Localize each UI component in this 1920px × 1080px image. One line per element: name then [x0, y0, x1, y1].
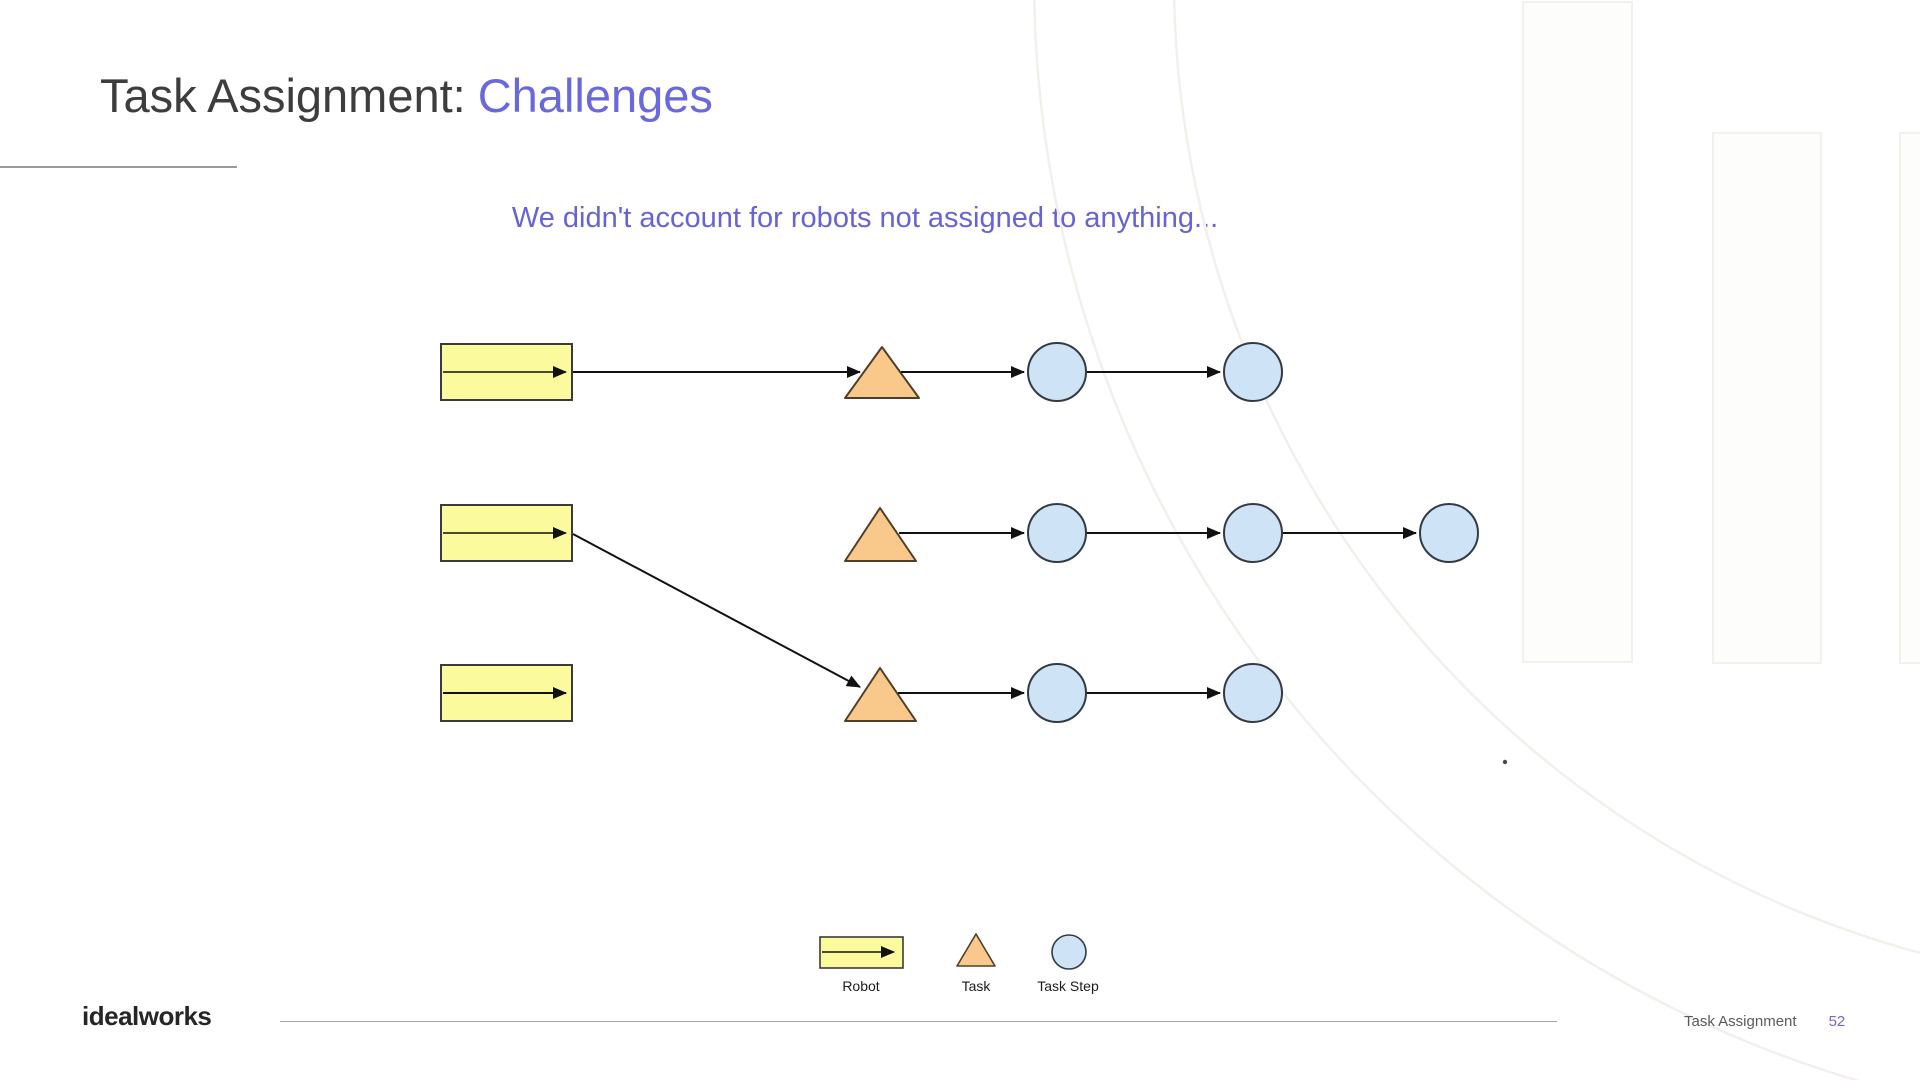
task-2-triangle — [844, 507, 917, 562]
step-2c-circle — [1419, 503, 1479, 563]
step-3b-circle — [1223, 663, 1283, 723]
page-title-highlight: Challenges — [477, 69, 713, 122]
step-2b-circle — [1223, 503, 1283, 563]
legend-label-robot: Robot — [842, 978, 880, 994]
task-3-triangle — [844, 667, 917, 722]
background-decor-rectangles — [1522, 1, 1920, 664]
diagram-row-1 — [440, 342, 1283, 402]
diagram-row-3 — [440, 663, 1283, 723]
footer-divider — [280, 1021, 1557, 1022]
legend-step-circle — [1051, 934, 1087, 970]
legend-task-triangle — [956, 933, 996, 967]
page-title: Task Assignment:Challenges — [100, 68, 713, 123]
footer-right: Task Assignment 52 — [1684, 1013, 1845, 1030]
page-number: 52 — [1828, 1013, 1846, 1030]
legend-label-task-step: Task Step — [1037, 978, 1099, 994]
stray-dot — [1502, 759, 1508, 765]
step-1b-circle — [1223, 342, 1283, 402]
footer-section-title: Task Assignment — [1684, 1013, 1797, 1030]
edge-robot2-task3-diagonal — [572, 533, 861, 688]
task-1-triangle — [844, 346, 920, 399]
legend-label-task: Task — [961, 978, 991, 994]
top-left-divider — [0, 166, 237, 168]
step-1a-circle — [1027, 342, 1087, 402]
step-2a-circle — [1027, 503, 1087, 563]
slide-subtitle: We didn't account for robots not assigne… — [511, 202, 1219, 234]
diagram-row-2 — [440, 503, 1479, 688]
step-3a-circle — [1027, 663, 1087, 723]
legend-shapes — [819, 933, 1087, 970]
idealworks-logo: idealworks — [82, 1001, 212, 1031]
page-title-prefix: Task Assignment: — [100, 69, 466, 122]
